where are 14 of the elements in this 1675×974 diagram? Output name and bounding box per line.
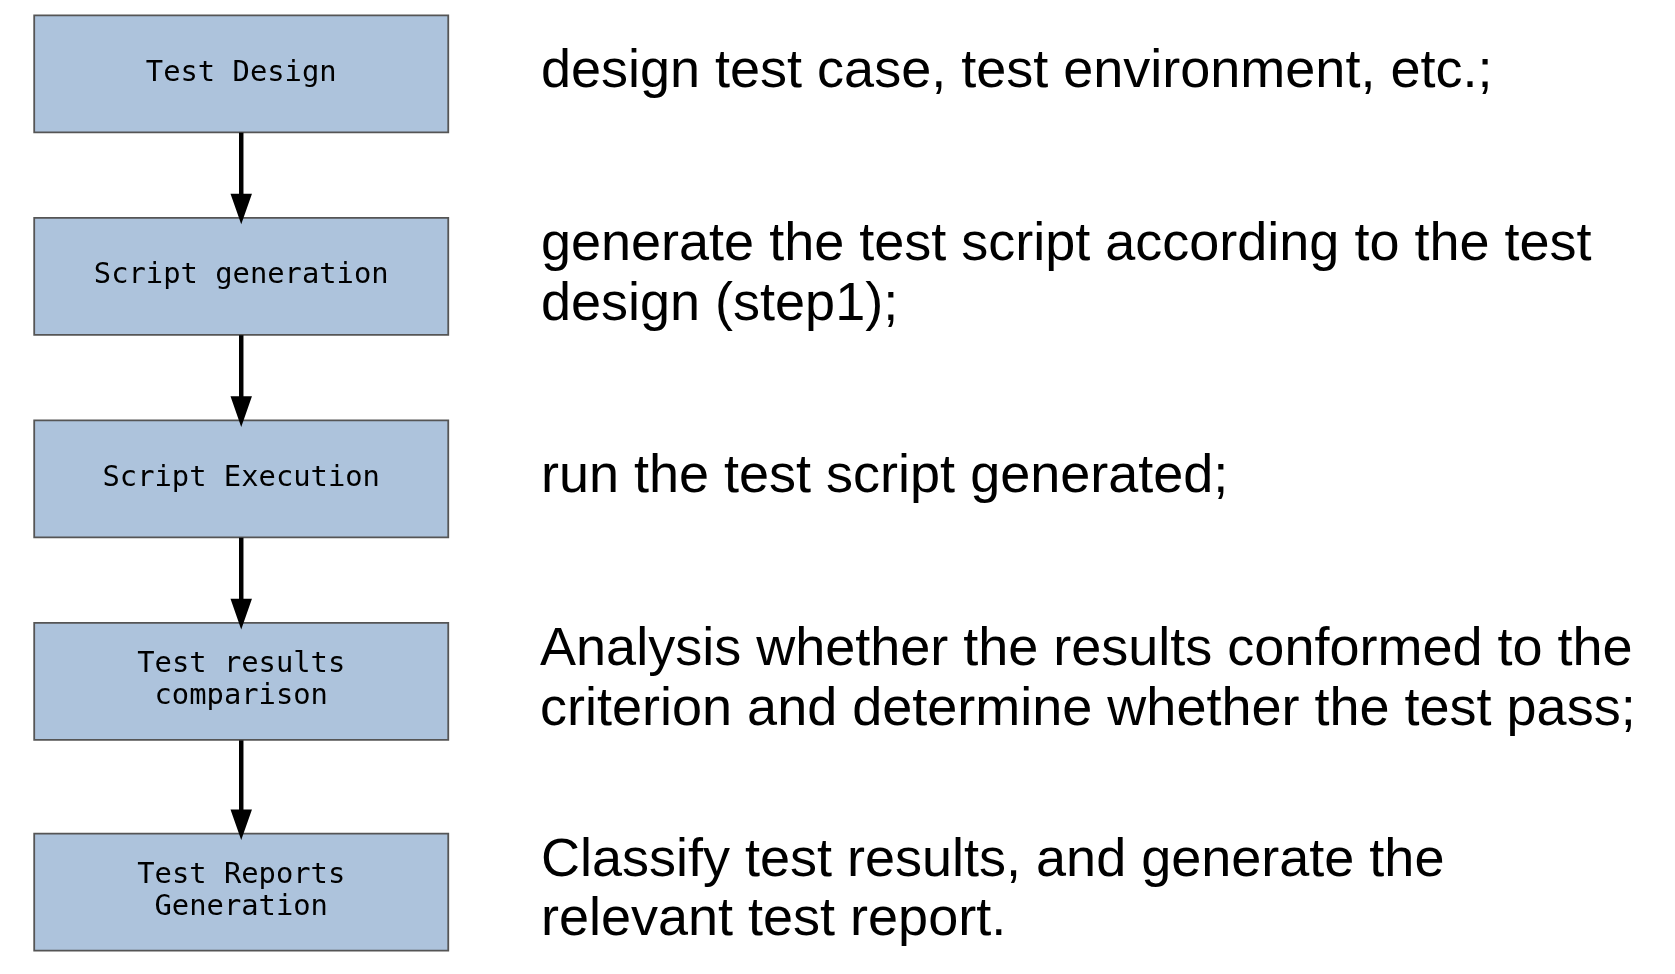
node-label: Classify test results, and generate the relevant test report. bbox=[540, 826, 1444, 947]
arrow bbox=[230, 335, 252, 427]
node-box: Script Execution bbox=[32, 419, 449, 539]
node-label: design test case, test environment, etc.; bbox=[540, 38, 1492, 99]
node-box: Script generation bbox=[32, 216, 449, 336]
arrow bbox=[230, 537, 252, 630]
node-label: Analysis whether the results conformed to the criterion and determine whether the test pass; bbox=[539, 616, 1636, 736]
node-box: Test Design bbox=[32, 14, 449, 134]
node-box: Test Reports Generation bbox=[32, 832, 449, 952]
arrow bbox=[230, 132, 252, 225]
node-label: generate the test script according to the test design (step1); bbox=[540, 211, 1592, 331]
node-label: run the test script generated; bbox=[540, 443, 1228, 504]
node-box: Test results comparison bbox=[32, 622, 449, 741]
arrow bbox=[230, 740, 252, 841]
